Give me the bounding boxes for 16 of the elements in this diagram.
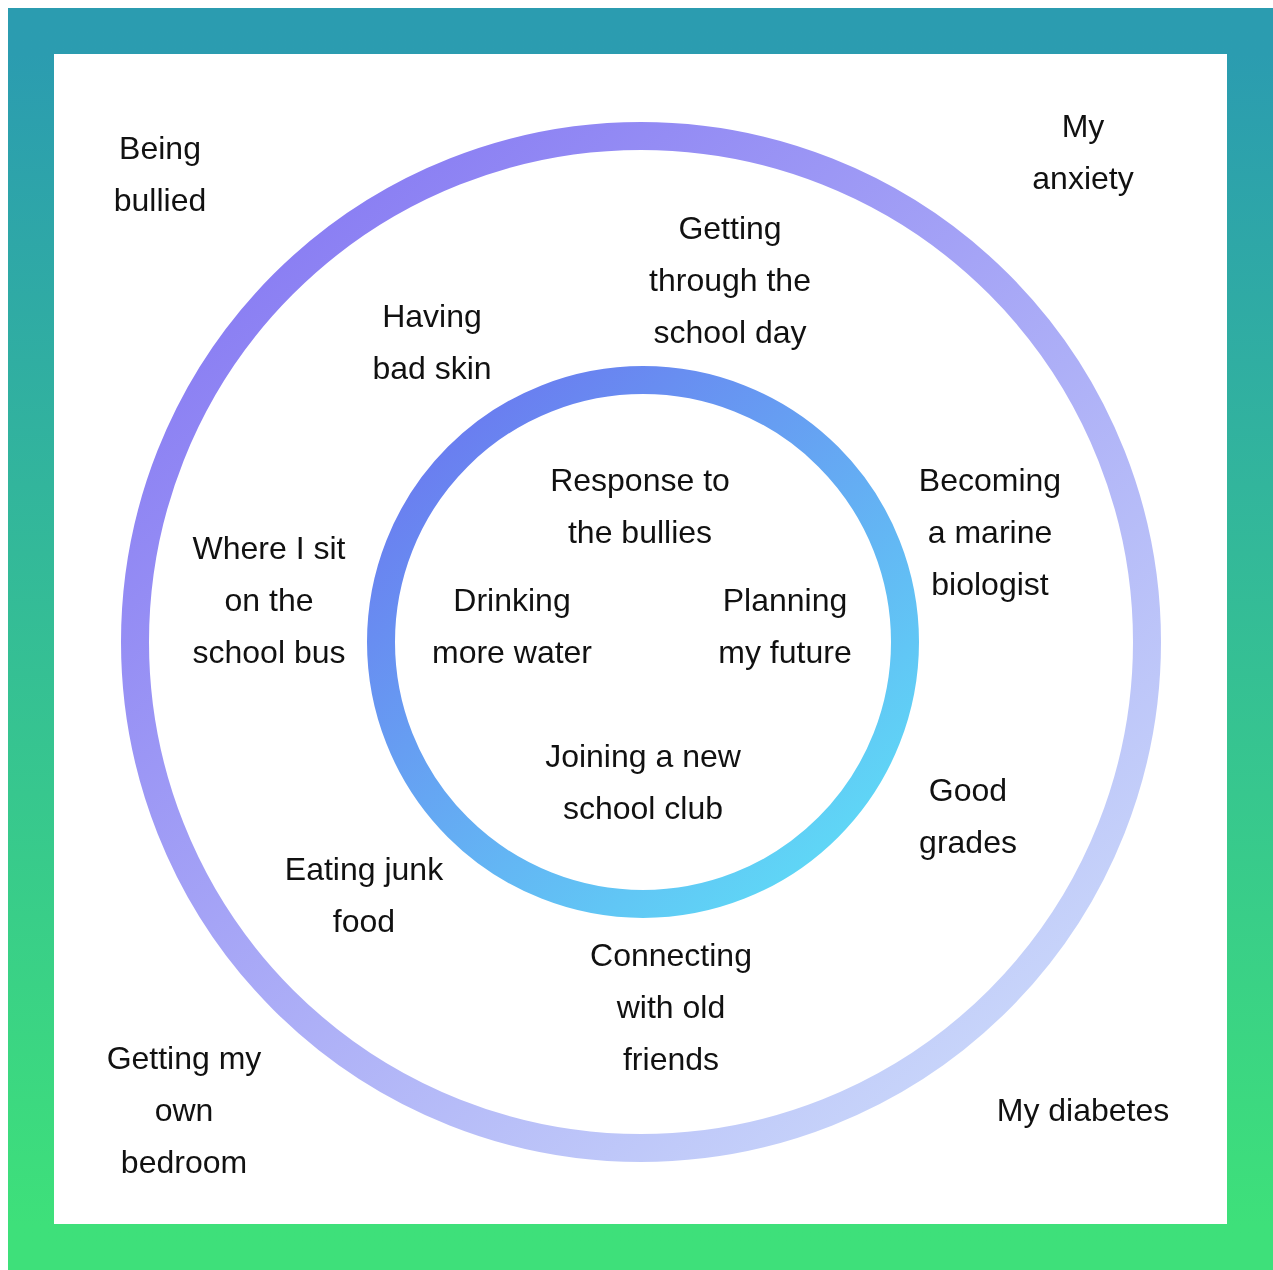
circle-item-text: Being bullied [112,129,208,220]
circle-item-text: Getting my own bedroom [105,1039,263,1182]
circle-item-text: Where I sit on the school bus [191,529,347,672]
circle-item-text: Response to the bullies [549,461,731,552]
gradient-frame [8,8,1273,1270]
circle-item-text: My diabetes [995,1091,1171,1130]
circle-item-text: Planning my future [717,581,853,672]
circle-item-text: Becoming a marine biologist [917,461,1063,604]
circle-item-text: My anxiety [1031,107,1135,198]
circle-item-text: Joining a new school club [544,737,742,828]
circle-item-text: Drinking more water [430,581,593,672]
circle-item-text: Having bad skin [371,297,493,388]
circle-item-text: Good grades [918,771,1018,862]
circle-item-text: Getting through the school day [648,209,812,352]
circle-item-text: Eating junk food [283,850,445,941]
circle-item-text: Connecting with old friends [589,936,753,1079]
